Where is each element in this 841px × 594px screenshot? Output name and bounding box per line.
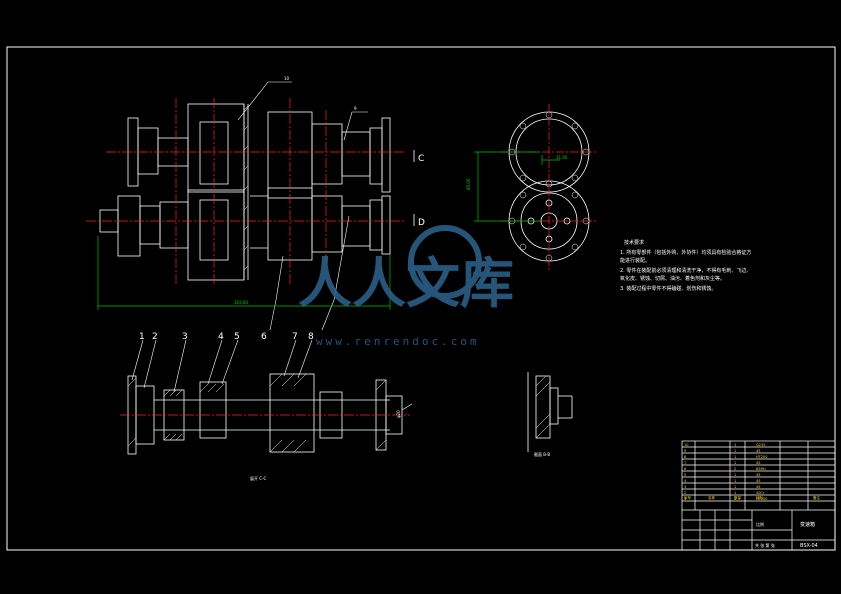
section-label-d: D bbox=[418, 218, 425, 228]
tb-scale-label: 比例 bbox=[756, 521, 764, 527]
leaders-section bbox=[131, 339, 413, 411]
tb-row-4-col-3: 1 bbox=[734, 461, 736, 465]
tb-header-no: 序号 bbox=[684, 495, 692, 500]
part-number-9: 9 bbox=[354, 106, 357, 111]
section-label-c: C bbox=[418, 154, 424, 164]
part-number-2: 2 bbox=[152, 332, 158, 342]
tb-row-9-col-3: 1 bbox=[734, 491, 736, 495]
tb-row-6-col-3: 1 bbox=[734, 473, 736, 477]
part-number-1: 1 bbox=[139, 332, 145, 342]
watermark-url: www.renrendoc.com bbox=[316, 335, 480, 348]
tb-row-8-col-4: 45 bbox=[756, 485, 760, 489]
tb-row-5-col-1: 6 bbox=[684, 467, 686, 471]
tb-row-3-col-3: 1 bbox=[734, 455, 736, 459]
watermark: 人人文库 www.renrendoc.com bbox=[298, 225, 514, 348]
dim-vertical bbox=[474, 151, 560, 222]
part-number-10: 10 bbox=[284, 76, 290, 81]
tb-row-10-col-4: HT200 bbox=[756, 497, 767, 501]
part-number-7: 7 bbox=[292, 332, 298, 342]
tb-row-3-col-4: HT200 bbox=[756, 455, 767, 459]
view-caption-main: 展开 C-C bbox=[250, 475, 267, 481]
dim-horizontal bbox=[97, 236, 391, 310]
section-hatch bbox=[127, 373, 387, 453]
view-caption-detail: 截面 B-B bbox=[534, 451, 550, 457]
tb-row-10-col-1: 1 bbox=[684, 497, 686, 501]
part-number-3: 3 bbox=[182, 332, 188, 342]
leaders-top bbox=[237, 81, 368, 331]
tb-header-remark: 备注 bbox=[813, 495, 821, 500]
tb-row-9-col-4: 40Cr bbox=[756, 491, 765, 495]
tb-row-4-col-4: 45 bbox=[756, 461, 760, 465]
dim-small-text: 11.00 bbox=[556, 155, 568, 160]
dim-horizontal-text: 363.00 bbox=[234, 300, 248, 305]
notes-line-3: 2. 零件在装配前必须清理和清洗干净，不得有毛刺、飞边、 bbox=[620, 267, 751, 274]
dim-shaft-text: φ20 bbox=[396, 410, 401, 418]
tb-row-10-col-3: 1 bbox=[734, 497, 736, 501]
tb-row-6-col-1: 5 bbox=[684, 473, 686, 477]
tb-row-7-col-4: 45 bbox=[756, 479, 760, 483]
tb-row-5-col-4: 65Mn bbox=[756, 467, 766, 471]
notes-line-2: 能进行装配。 bbox=[620, 257, 650, 264]
assembly-hatch bbox=[243, 105, 249, 271]
tb-header-material: 材料 bbox=[756, 495, 764, 500]
notes-line-4: 氧化皮、锈蚀、切屑、油污、着色剂和灰尘等。 bbox=[620, 275, 725, 282]
part-number-5: 5 bbox=[234, 332, 240, 342]
watermark-cn: 人人文库 bbox=[298, 252, 514, 315]
tb-header-qty: 数量 bbox=[734, 495, 742, 500]
notes-line-5: 3. 装配过程中零件不得磕碰、划伤和锈蚀。 bbox=[620, 285, 716, 292]
tb-row-1-col-1: 10 bbox=[684, 443, 688, 447]
tb-row-3-col-1: 8 bbox=[684, 455, 686, 459]
part-number-6: 6 bbox=[261, 332, 267, 342]
detail-hatch bbox=[535, 375, 551, 439]
tb-row-2-col-1: 9 bbox=[684, 449, 686, 453]
tb-row-8-col-1: 3 bbox=[684, 485, 686, 489]
part-number-8: 8 bbox=[308, 332, 314, 342]
tb-row-1-col-3: 1 bbox=[734, 443, 736, 447]
tb-sheet-label: 共 张 第 张 bbox=[755, 542, 775, 548]
tb-row-4-col-1: 7 bbox=[684, 461, 686, 465]
detail-view bbox=[527, 372, 573, 452]
part-number-4: 4 bbox=[218, 332, 224, 342]
tb-row-2-col-4: 45 bbox=[756, 449, 760, 453]
centerlines-top bbox=[86, 98, 404, 285]
tb-drawing-code: BSX-04 bbox=[800, 543, 818, 549]
notes-title: 技术要求 bbox=[624, 239, 644, 246]
tb-header-name: 名称 bbox=[708, 495, 716, 500]
tb-drawing-name: 变速箱 bbox=[800, 521, 815, 528]
tb-row-9-col-1: 2 bbox=[684, 491, 686, 495]
tb-row-5-col-3: 2 bbox=[734, 467, 736, 471]
dim-vertical-text: 85.00 bbox=[466, 178, 471, 190]
tb-row-8-col-3: 1 bbox=[734, 485, 736, 489]
notes-line-1: 1. 所有零部件（包括外购、外协件）均须具有检验合格证方 bbox=[620, 249, 751, 256]
section-view bbox=[127, 373, 403, 455]
tb-row-2-col-3: 1 bbox=[734, 449, 736, 453]
tb-row-7-col-3: 1 bbox=[734, 479, 736, 483]
drawing-frame bbox=[6, 46, 836, 551]
tb-row-1-col-4: Q235 bbox=[756, 443, 765, 447]
tb-row-6-col-4: 45 bbox=[756, 473, 760, 477]
title-block bbox=[681, 440, 836, 551]
tb-row-7-col-1: 4 bbox=[684, 479, 687, 483]
